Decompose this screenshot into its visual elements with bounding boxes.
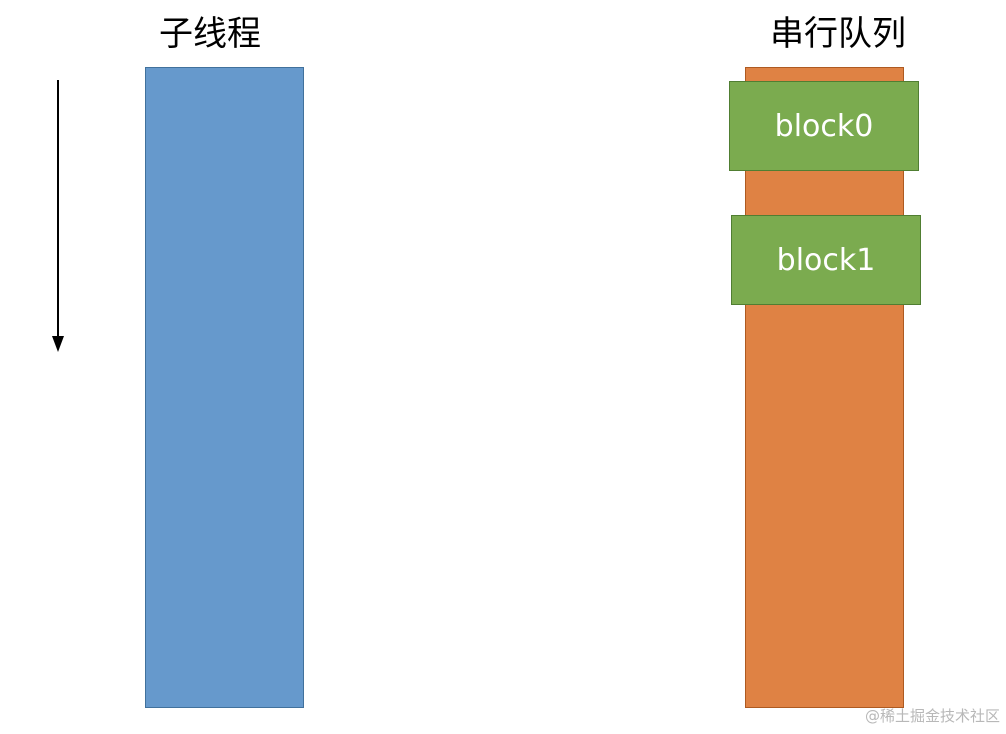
thread-column	[145, 67, 304, 708]
thread-title: 子线程	[159, 14, 261, 54]
watermark: @稀土掘金技术社区	[864, 707, 1000, 725]
queue-title: 串行队列	[770, 14, 906, 54]
queue-block-0: block0	[729, 81, 919, 171]
queue-column	[745, 67, 904, 708]
queue-block-1: block1	[731, 215, 921, 305]
down-arrow-icon	[52, 80, 64, 352]
